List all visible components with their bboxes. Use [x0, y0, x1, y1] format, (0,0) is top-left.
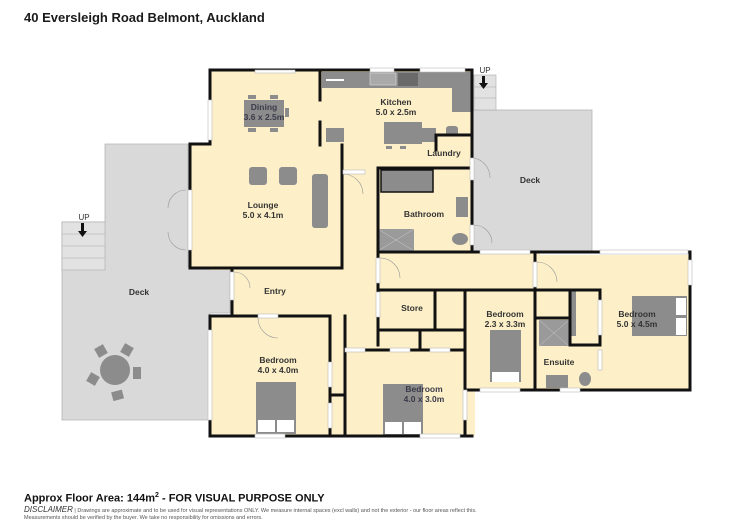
kitchen-bench [322, 72, 472, 88]
disclaimer-text: DISCLAIMER | Drawings are approximate an… [24, 504, 477, 521]
room-label-bedroom-1: Bedroom 4.0 x 4.0m [257, 355, 299, 375]
room-label-entry: Entry [264, 286, 286, 296]
kitchen-island [384, 122, 422, 144]
sofa [312, 174, 328, 228]
floor-area-text: Approx Floor Area: 144m2 - FOR VISUAL PU… [24, 492, 325, 505]
openings [187, 67, 693, 439]
door-swings [167, 157, 558, 339]
stairs-up-label-left: UP [78, 213, 90, 222]
deck-right [471, 109, 593, 253]
stairs-top [473, 74, 497, 111]
dining-table [244, 100, 284, 127]
room-label-bathroom: Bathroom [403, 209, 445, 219]
outdoor-table [100, 355, 130, 385]
room-label-deck-right: Deck [519, 175, 541, 185]
stairs-left [61, 221, 106, 271]
room-label-ensuite: Ensuite [543, 357, 575, 367]
furniture [86, 72, 687, 436]
room-label-lounge: Lounge 5.0 x 4.1m [242, 200, 284, 220]
room-label-bedroom-2: Bedroom 4.0 x 3.0m [403, 384, 445, 404]
bathtub [380, 169, 434, 193]
disclaimer-heading: DISCLAIMER [24, 504, 73, 514]
room-label-kitchen: Kitchen 5.0 x 2.5m [375, 97, 417, 117]
room-label-bedroom-4: Bedroom 5.0 x 4.5m [616, 309, 658, 329]
room-label-bedroom-3: Bedroom 2.3 x 3.3m [484, 309, 526, 329]
footer: Approx Floor Area: 144m2 - FOR VISUAL PU… [24, 492, 724, 522]
room-label-dining: Dining 3.6 x 2.5m [243, 102, 285, 122]
room-label-store: Store [401, 303, 423, 313]
stairs-up-label-top: UP [479, 66, 491, 75]
room-label-laundry: Laundry [427, 148, 461, 158]
property-address-title: 40 Eversleigh Road Belmont, Auckland [24, 10, 265, 25]
room-label-deck-left: Deck [128, 287, 150, 297]
